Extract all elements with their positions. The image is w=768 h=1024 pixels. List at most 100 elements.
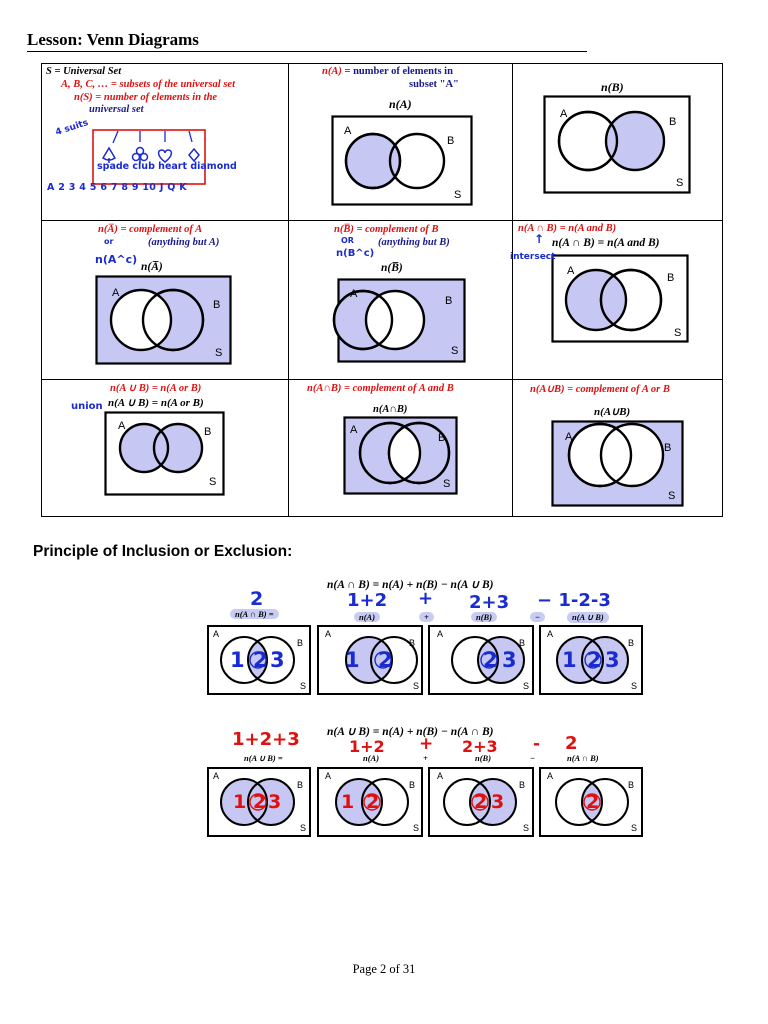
hand-value: 1+2 xyxy=(347,590,388,611)
hand-value: 2+3 xyxy=(462,737,498,756)
region-1: 1 xyxy=(562,648,577,672)
complement-or-def: n(A∪B) = complement of A or B xyxy=(530,384,670,395)
region-2: 2 xyxy=(378,648,393,672)
region-3: 3 xyxy=(605,648,620,672)
label-a: A xyxy=(350,424,358,436)
svg-text:B: B xyxy=(519,638,525,648)
union-note: union xyxy=(71,401,103,412)
svg-text:S: S xyxy=(413,823,419,833)
hand-value: 1+2+3 xyxy=(232,729,300,750)
svg-text:A: A xyxy=(547,629,553,639)
operator: − xyxy=(530,753,536,763)
inclusion-row-1: ABS ABS ABS ABS xyxy=(207,625,643,695)
svg-text:A: A xyxy=(213,629,219,639)
label-a: A xyxy=(560,108,568,120)
region-3: 3 xyxy=(268,791,282,813)
intersection-def: n(A ∩ B) = n(A and B) xyxy=(518,223,617,234)
step-label: n(A) xyxy=(363,753,380,763)
operator: − xyxy=(530,612,546,622)
region-1: 1 xyxy=(345,648,360,672)
label-s: S xyxy=(454,189,462,201)
label-b: B xyxy=(667,272,675,284)
subsets-def: A, B, C, … = subsets of the universal se… xyxy=(61,79,236,90)
step-label: n(A) xyxy=(354,612,381,622)
na-def: n(A) = number of elements in xyxy=(322,66,453,77)
svg-text:B: B xyxy=(409,638,415,648)
svg-text:S: S xyxy=(300,823,306,833)
hand-value: + xyxy=(419,734,434,754)
step-label: n(B) xyxy=(471,612,498,622)
svg-text:A: A xyxy=(325,629,331,639)
label-a: A xyxy=(112,287,120,299)
complement-b-alt: (anything but B) xyxy=(378,237,450,248)
label-b: B xyxy=(445,295,453,307)
lesson-title: Lesson: Venn Diagrams xyxy=(27,30,587,52)
step-label: n(B) xyxy=(475,753,492,763)
complement-a-alt: (anything but A) xyxy=(148,237,220,248)
region-2: 2 xyxy=(366,791,380,813)
label-s: S xyxy=(668,490,676,502)
svg-text:A: A xyxy=(547,771,553,781)
svg-text:A: A xyxy=(213,771,219,781)
complement-b-label: n(B̅) xyxy=(381,262,403,274)
region-1: 1 xyxy=(233,791,247,813)
nb-diagram-label: n(B) xyxy=(601,80,624,94)
region-2: 2 xyxy=(253,791,267,813)
label-s: S xyxy=(215,347,223,359)
label-a: A xyxy=(567,265,575,277)
card-ranks-note: A 2 3 4 5 6 7 8 9 10 J Q K xyxy=(47,182,187,193)
region-1: 1 xyxy=(230,648,245,672)
svg-text:B: B xyxy=(519,780,525,790)
svg-text:B: B xyxy=(628,638,634,648)
label-b: B xyxy=(447,135,455,147)
hand-value: 1+2 xyxy=(349,737,385,756)
svg-text:B: B xyxy=(297,780,303,790)
step-label: n(A ∪ B) xyxy=(567,612,609,623)
label-s: S xyxy=(209,476,217,488)
label-s: S xyxy=(674,327,682,339)
svg-text:A: A xyxy=(437,771,443,781)
region-2: 2 xyxy=(474,791,488,813)
label-a: A xyxy=(350,288,358,300)
ns-def: n(S) = number of elements in the xyxy=(74,92,218,103)
region-1: 1 xyxy=(341,791,355,813)
venn-reference-grid: S = Universal Set A, B, C, … = subsets o… xyxy=(41,63,723,517)
na-def-cont: subset "A" xyxy=(409,79,459,90)
region-2: 2 xyxy=(587,648,602,672)
union-def: n(A ∪ B) = n(A or B) xyxy=(110,383,202,394)
region-3: 3 xyxy=(491,791,505,813)
svg-text:S: S xyxy=(413,681,419,691)
or-note: OR xyxy=(341,236,354,245)
svg-text:A: A xyxy=(437,629,443,639)
or-note: or xyxy=(104,237,114,246)
union-formula: n(A ∪ B) = n(A or B) xyxy=(108,397,204,409)
step-label: n(A ∩ B) xyxy=(567,753,599,763)
label-s: S xyxy=(451,345,459,357)
complement-and-label: n(A∩B) xyxy=(373,404,408,415)
region-3: 3 xyxy=(270,648,285,672)
na-diagram-label: n(A) xyxy=(389,97,412,111)
section-heading: Principle of Inclusion or Exclusion: xyxy=(33,543,293,560)
label-a: A xyxy=(118,420,126,432)
suits-box xyxy=(92,129,206,185)
hand-value: - xyxy=(533,734,541,754)
svg-text:B: B xyxy=(628,780,634,790)
svg-text:S: S xyxy=(631,681,637,691)
label-s: S xyxy=(676,177,684,189)
svg-text:A: A xyxy=(325,771,331,781)
intersection-identity: n(A ∩ B) = n(A) + n(B) − n(A ∪ B) xyxy=(327,579,494,591)
universal-set-def: S = Universal Set xyxy=(46,66,122,77)
label-a: A xyxy=(344,125,352,137)
region-2: 2 xyxy=(253,648,268,672)
svg-text:S: S xyxy=(300,681,306,691)
svg-text:S: S xyxy=(631,823,637,833)
label-b: B xyxy=(664,442,672,454)
intersection-formula: n(A ∩ B) = n(A and B) xyxy=(552,237,660,249)
operator: + xyxy=(423,753,428,763)
label-b: B xyxy=(204,426,212,438)
grid-lines xyxy=(41,63,723,517)
svg-text:B: B xyxy=(409,780,415,790)
circle-b-shaded xyxy=(604,110,666,172)
region-2: 2 xyxy=(483,648,498,672)
label-b: B xyxy=(213,299,221,311)
